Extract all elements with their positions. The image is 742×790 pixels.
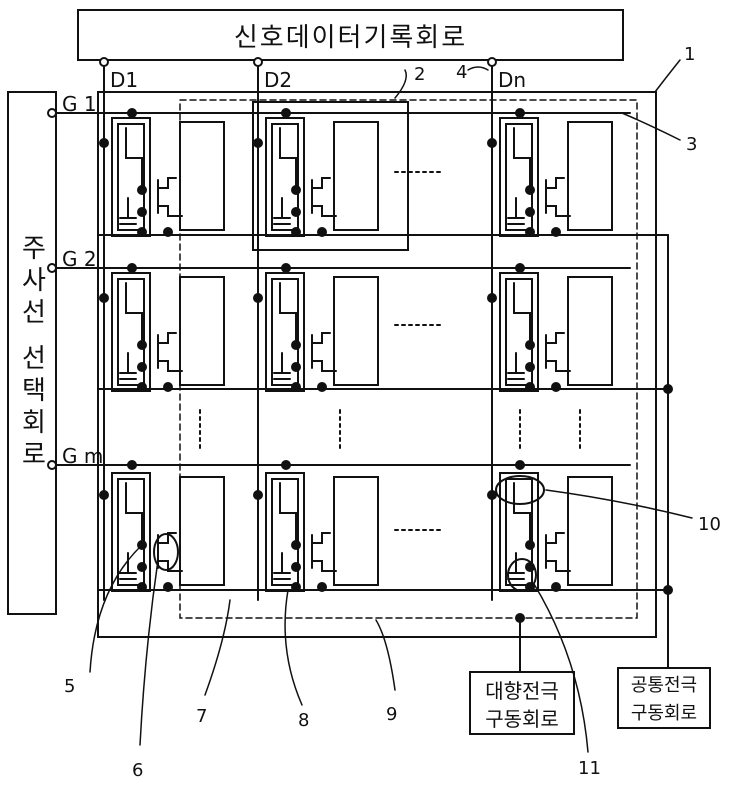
- ref-9: 9: [386, 704, 397, 725]
- data-line-label-d1: D1: [110, 68, 138, 92]
- common-electrode-drive-label-2: 구동회로: [618, 698, 710, 726]
- data-line-label-dn: Dn: [498, 68, 526, 92]
- ref-5: 5: [64, 676, 75, 697]
- common-electrode-drive-label-1: 공통전극: [618, 670, 710, 698]
- ref-6: 6: [132, 760, 143, 781]
- ref-3: 3: [686, 134, 697, 155]
- ref-4: 4: [456, 62, 467, 83]
- scan-line-select-circuit-label: 주사선 선택회로: [8, 92, 56, 614]
- counter-electrode-drive-label-2: 구동회로: [470, 702, 574, 732]
- gate-line-label-gm: G m: [62, 444, 103, 468]
- data-line-label-d2: D2: [264, 68, 292, 92]
- gate-line-label-g2: G 2: [62, 247, 97, 271]
- signal-data-write-circuit-label: 신호데이터기록회로: [78, 10, 623, 60]
- ref-2: 2: [414, 64, 425, 85]
- counter-electrode-drive-label-1: 대향전극: [470, 674, 574, 704]
- ref-8: 8: [298, 710, 309, 731]
- gate-line-label-g1: G 1: [62, 92, 97, 116]
- ref-10: 10: [698, 514, 721, 535]
- ref-7: 7: [196, 706, 207, 727]
- ref-1: 1: [684, 44, 695, 65]
- ref-11: 11: [578, 758, 601, 779]
